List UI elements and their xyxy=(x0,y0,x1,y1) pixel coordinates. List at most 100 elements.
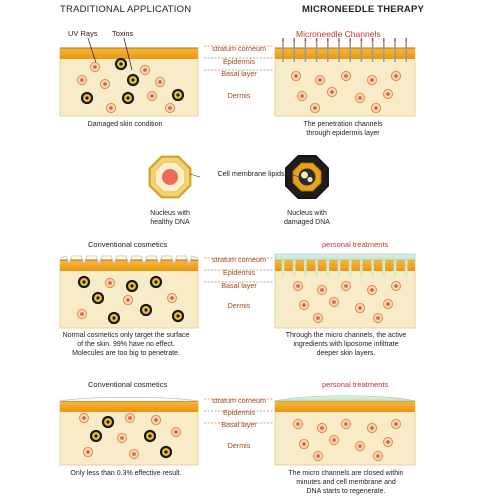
skin-panel-5 xyxy=(59,396,199,466)
skin-cell-core xyxy=(313,106,317,110)
epidermis-band xyxy=(60,48,198,59)
row3-conventional-title: Conventional cosmetics xyxy=(88,380,168,389)
epidermis-band xyxy=(275,48,415,59)
nucleus-healthy-label-2: healthy DNA xyxy=(150,219,190,226)
skin-cell-core xyxy=(80,312,84,316)
skin-cell-core xyxy=(112,316,116,320)
layer-label-basal-1: Basal layer xyxy=(221,69,257,78)
uv-pointer xyxy=(87,37,98,67)
layer-label-stratum-corneum-1: stratum corneum xyxy=(212,44,266,53)
skin-cell-core xyxy=(344,284,348,288)
skin-cell-core xyxy=(174,430,178,434)
skin-cell-core xyxy=(126,96,130,100)
micro-channel xyxy=(292,260,296,277)
micro-channel xyxy=(337,260,341,277)
skin-panel-6 xyxy=(274,395,416,466)
skin-cell-core xyxy=(370,426,374,430)
skin-cell-core xyxy=(164,450,168,454)
micro-channel xyxy=(281,260,285,277)
epidermis-band xyxy=(60,260,198,271)
skin-cell-core xyxy=(126,298,130,302)
skin-cell-core xyxy=(394,422,398,426)
skin-cell-core xyxy=(344,74,348,78)
skin-cell-core xyxy=(316,316,320,320)
layer-label-stratum-corneum-3: stratum corneum xyxy=(212,396,266,405)
healthy-nucleus xyxy=(162,169,178,185)
row2-left-caption-1: Normal cosmetics only target the surface xyxy=(62,332,190,339)
header-traditional: TRADITIONAL APPLICATION xyxy=(60,4,192,15)
layer-label-basal-3: Basal layer xyxy=(221,420,257,429)
skin-cell-core xyxy=(296,284,300,288)
row2-left-caption-2: of the skin. 99% have no effect. xyxy=(77,341,175,348)
layer-label-stratum-corneum-2: stratum corneum xyxy=(212,255,266,264)
skin-cell-core xyxy=(386,92,390,96)
skin-cell-core xyxy=(148,434,152,438)
skin-cell-core xyxy=(96,296,100,300)
skin-cell-core xyxy=(94,434,98,438)
skin-cell-core xyxy=(120,436,124,440)
serum-dome xyxy=(274,395,416,402)
skin-cell-core xyxy=(296,422,300,426)
row2-right-caption-2: ingredients with liposome infiltrate xyxy=(293,341,399,348)
layer-connectors-1 xyxy=(204,45,273,71)
skin-cell-core xyxy=(386,302,390,306)
skin-cell-core xyxy=(386,440,390,444)
row3-personal-title: personal treatments xyxy=(322,380,389,389)
skin-cell-core xyxy=(370,78,374,82)
skin-cell-core xyxy=(154,418,158,422)
skin-cell-core xyxy=(82,280,86,284)
toxins-label: Toxins xyxy=(112,29,134,38)
toxin-pointer xyxy=(123,37,133,71)
skin-cell-core xyxy=(106,420,110,424)
row3-right-caption-2: minutes and cell membrane and xyxy=(296,479,396,486)
skin-cell-core xyxy=(131,78,135,82)
skin-cell-core xyxy=(374,106,378,110)
row2-right-caption-1: Through the micro channels, the active xyxy=(285,332,407,339)
cosmetic-film xyxy=(59,396,199,402)
skin-cell-core xyxy=(130,284,134,288)
layer-label-epidermis-2: Epidermis xyxy=(223,268,255,277)
row3-left-caption: Only less than 0.3% effective result. xyxy=(70,470,182,477)
micro-channel xyxy=(348,260,352,277)
skin-cell-core xyxy=(109,106,113,110)
skin-cell-core xyxy=(144,308,148,312)
skin-cell-core xyxy=(154,280,158,284)
skin-cell-core xyxy=(376,454,380,458)
layer-connectors-3 xyxy=(204,398,273,424)
skin-cell-core xyxy=(103,82,107,86)
layer-label-epidermis-1: Epidermis xyxy=(223,57,255,66)
skin-cell-core xyxy=(370,288,374,292)
layer-connectors-2 xyxy=(204,257,273,283)
micro-channel xyxy=(326,260,330,277)
nucleus-damaged-label-1: Nucleus with xyxy=(287,210,327,217)
caption-damaged-skin: Damaged skin condition xyxy=(87,121,163,128)
skin-cell-core xyxy=(330,90,334,94)
skin-panel-3 xyxy=(59,255,199,329)
skin-cell-core xyxy=(358,96,362,100)
layer-label-dermis-2: Dermis xyxy=(227,301,251,310)
skin-cell-core xyxy=(119,62,123,66)
skin-cell-core xyxy=(128,416,132,420)
damaged-dna-spot xyxy=(307,176,313,183)
cosmetic-surface xyxy=(59,255,199,266)
microneedle-channels-label: Microneedle Channels xyxy=(296,29,381,39)
micro-channel xyxy=(382,260,386,277)
layer-label-dermis-3: Dermis xyxy=(227,441,251,450)
skin-cell-core xyxy=(168,106,172,110)
micro-channel xyxy=(304,260,307,277)
membrane-pointer xyxy=(189,173,201,178)
epidermis-band xyxy=(275,401,415,412)
skin-cell-core xyxy=(82,416,86,420)
caption-penetration-1: The penetration channels xyxy=(303,121,383,128)
dermis-block xyxy=(274,47,416,117)
skin-cell-core xyxy=(358,306,362,310)
skin-cell-core xyxy=(320,426,324,430)
skin-cell-core xyxy=(344,422,348,426)
skin-cell-core xyxy=(332,438,336,442)
skin-cell-core xyxy=(332,300,336,304)
nucleus-cells xyxy=(148,155,329,199)
skin-cell-core xyxy=(176,93,180,97)
micro-channel xyxy=(371,260,374,277)
nucleus-healthy-label-1: Nucleus with xyxy=(150,210,190,217)
dermis-block xyxy=(274,259,416,329)
